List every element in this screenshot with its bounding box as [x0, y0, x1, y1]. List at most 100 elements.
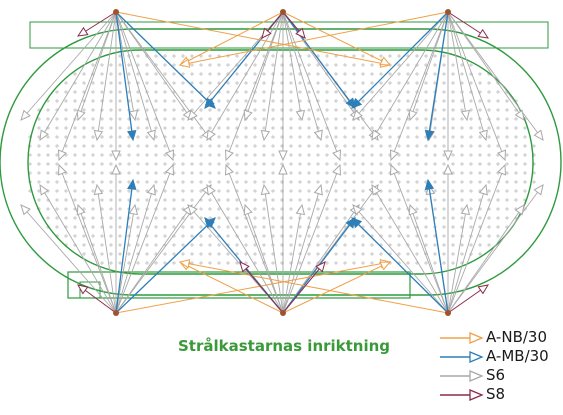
s6-beam	[224, 11, 284, 162]
s6-beam	[447, 183, 488, 314]
legend-label: S8	[486, 385, 506, 403]
legend-label: A-MB/30	[486, 347, 549, 365]
s6-beam	[447, 203, 525, 314]
a-nb-beam	[282, 11, 392, 66]
s6-beam	[57, 11, 117, 162]
s6-beam	[447, 11, 471, 122]
s6-beam	[371, 183, 449, 314]
s6-beam	[115, 11, 139, 122]
s6-beam	[447, 203, 471, 314]
s6-beam	[243, 203, 284, 314]
a-mb-beam	[282, 11, 356, 109]
a-mb-beam	[351, 217, 449, 314]
s6-beam	[443, 12, 453, 162]
beam-arrows	[20, 11, 544, 314]
light-mast-icon	[445, 310, 451, 316]
s6-beam	[111, 12, 121, 162]
s6-beam	[389, 11, 449, 162]
a-mb-beam	[424, 11, 449, 142]
s6-beam	[282, 203, 360, 314]
bottom-zone	[67, 271, 411, 299]
s6-beam	[282, 203, 306, 314]
a-mb-beam	[351, 11, 449, 109]
a-nb-beam	[115, 259, 392, 314]
a-mb-beam	[115, 11, 216, 109]
maroon-arrow-icon	[440, 389, 484, 401]
s6-beam	[447, 184, 544, 314]
light-mast-icon	[113, 310, 119, 316]
a-nb-beam	[178, 259, 449, 314]
light-masts	[113, 9, 451, 316]
s8-beam	[76, 11, 117, 37]
light-mast-icon	[280, 310, 286, 316]
s6-beam	[115, 163, 175, 314]
s6-beam	[224, 163, 284, 314]
s8-beam	[77, 284, 117, 314]
s6-beam	[115, 11, 193, 122]
s6-beam	[76, 11, 117, 122]
s6-beam	[93, 183, 117, 314]
s6-beam	[20, 11, 117, 121]
s6-beam	[447, 163, 507, 314]
s8-beam	[447, 284, 490, 314]
s6-beam	[20, 204, 117, 314]
s8-beam	[261, 11, 284, 39]
field-outline	[0, 21, 562, 299]
legend-label: S6	[486, 366, 506, 384]
blue-arrow-icon	[440, 351, 484, 363]
s6-beam	[447, 11, 525, 122]
inner-boundary	[27, 49, 534, 275]
s6-beam	[447, 11, 488, 142]
s6-beam	[115, 183, 156, 314]
s8-beam	[282, 11, 306, 39]
s8-beam	[282, 261, 326, 314]
s6-beam	[282, 11, 342, 162]
outer-boundary	[0, 28, 562, 296]
bottom-zone-left	[79, 281, 101, 299]
s6-beam	[443, 163, 453, 313]
s6-beam	[115, 11, 175, 162]
s6-beam	[76, 203, 117, 314]
s6-beam	[260, 183, 284, 314]
light-mast-icon	[445, 9, 451, 15]
s6-beam	[206, 183, 284, 314]
s6-beam	[93, 11, 117, 142]
s6-beam	[352, 11, 449, 121]
s6-beam	[111, 163, 121, 313]
s6-beam	[408, 11, 449, 122]
s6-beam	[282, 183, 323, 314]
s6-beam	[39, 183, 117, 314]
s6-beam	[115, 11, 156, 142]
s6-beam	[389, 163, 449, 314]
light-mast-icon	[280, 9, 286, 15]
s6-beam	[187, 204, 284, 314]
s6-beam	[39, 11, 117, 142]
s6-beam	[243, 11, 284, 122]
s6-beam	[57, 163, 117, 314]
s6-beam	[352, 204, 449, 314]
s6-beam	[408, 203, 449, 314]
a-mb-beam	[115, 11, 137, 142]
s6-beam	[278, 12, 288, 162]
s8-beam	[239, 261, 284, 314]
s6-beam	[115, 203, 139, 314]
s6-beam	[447, 11, 507, 162]
orange-arrow-icon	[440, 332, 484, 344]
a-nb-beam	[115, 11, 392, 68]
legend-label: A-NB/30	[486, 328, 547, 346]
a-nb-beam	[282, 261, 392, 314]
s6-beam	[282, 11, 306, 122]
a-nb-beam	[178, 11, 449, 68]
a-mb-beam	[115, 178, 137, 314]
s6-beam	[447, 11, 544, 141]
s8-beam	[447, 11, 490, 39]
light-mast-icon	[113, 9, 119, 15]
s6-beam	[282, 163, 342, 314]
s6-beam	[282, 11, 323, 142]
s6-beam	[371, 11, 449, 142]
gray-arrow-icon	[440, 370, 484, 382]
s6-beam	[260, 11, 284, 142]
s6-beam	[278, 163, 288, 313]
a-mb-beam	[424, 178, 449, 314]
